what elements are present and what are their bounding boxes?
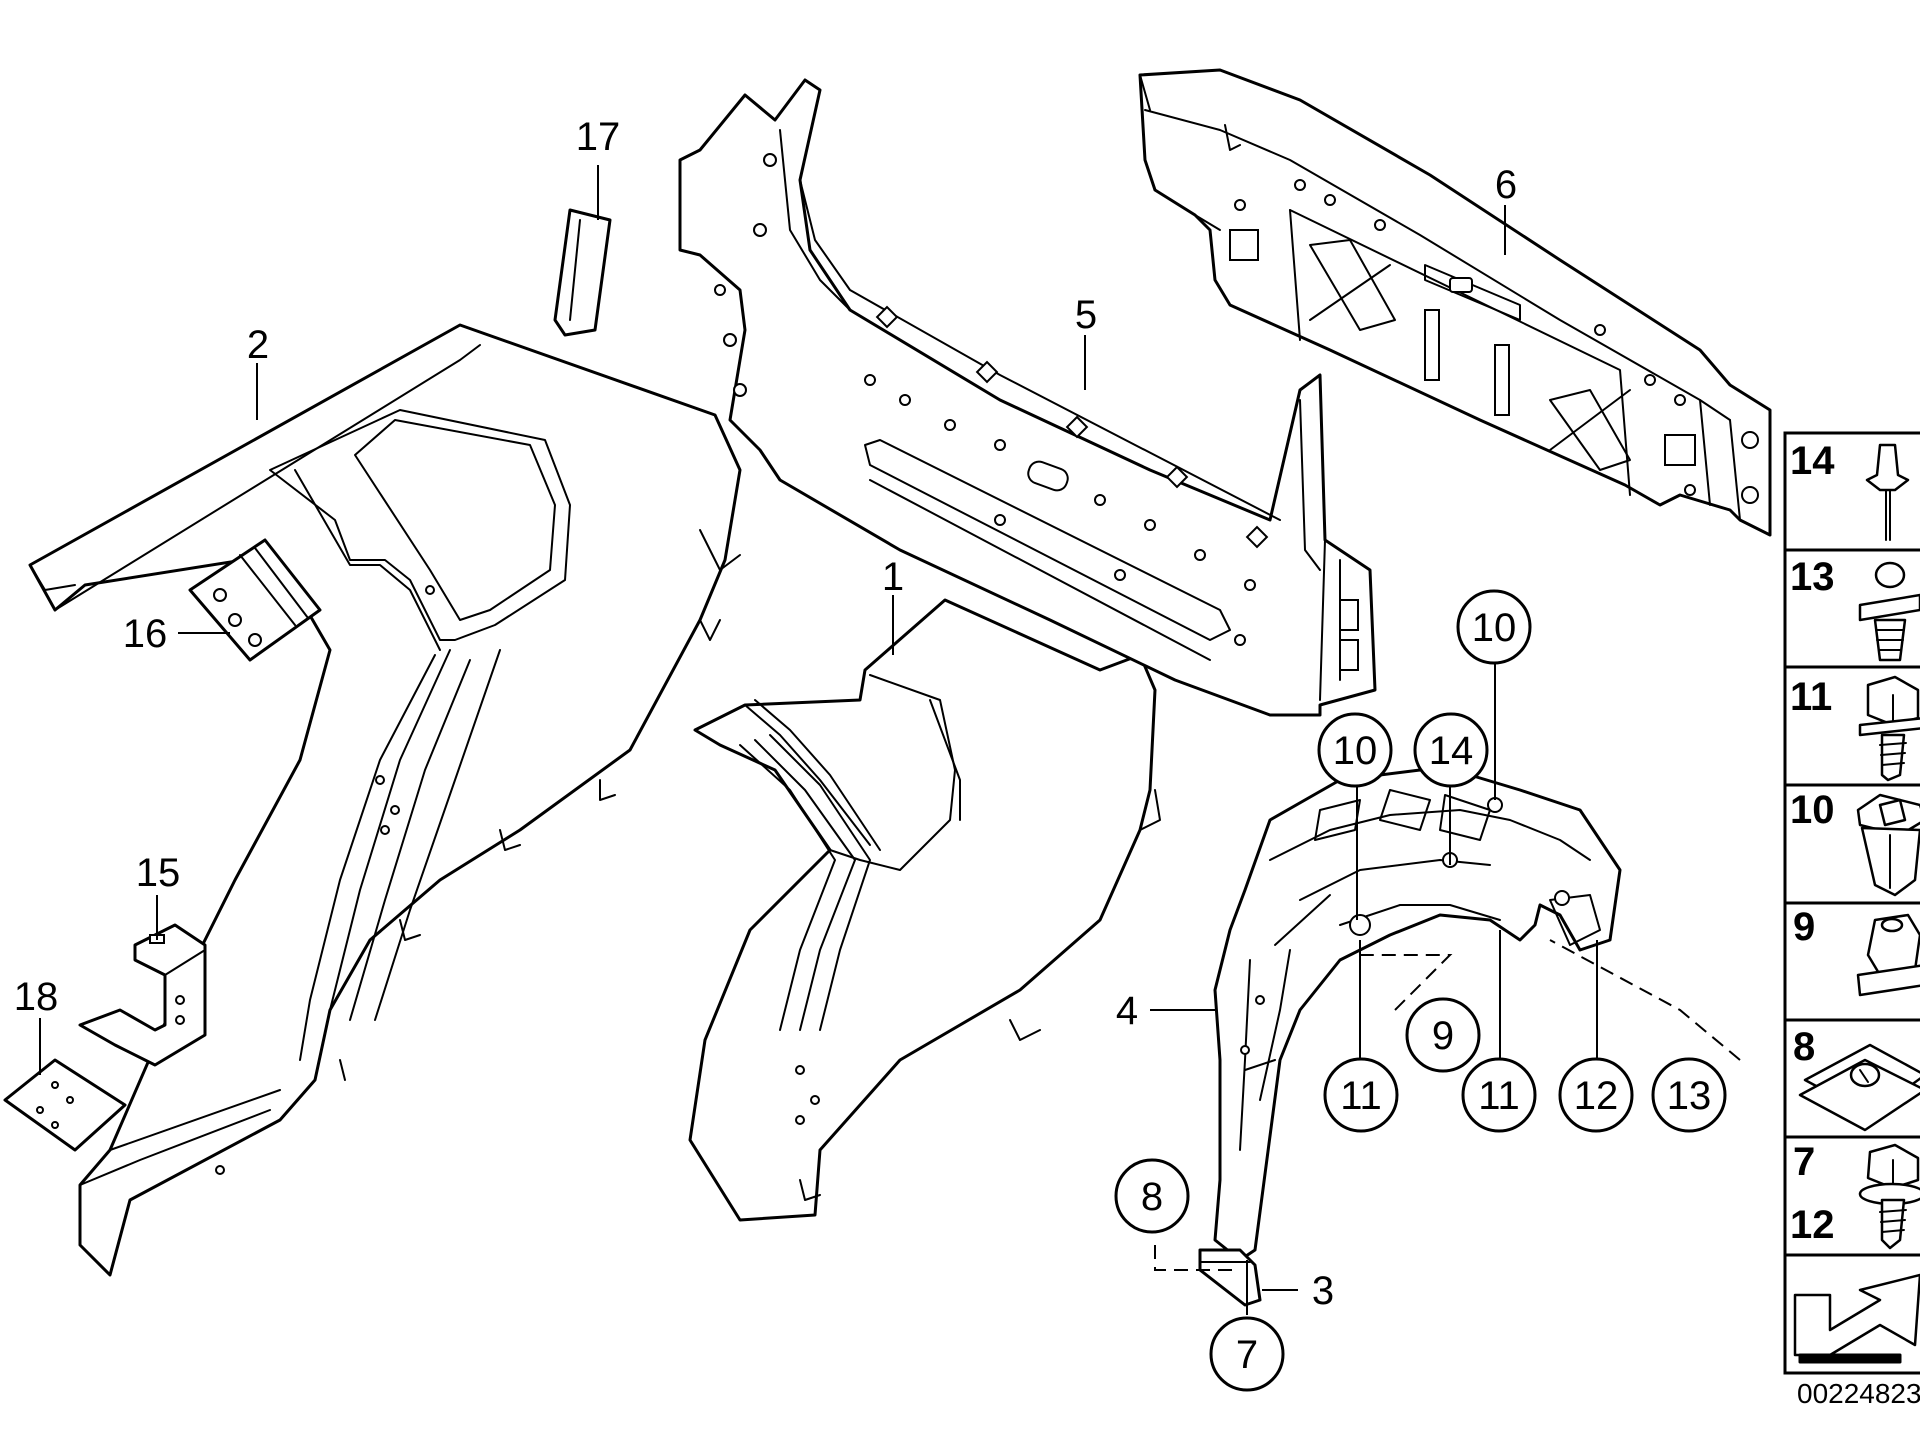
rear-panel-part-6[interactable]: [1138, 68, 1772, 537]
label-1: 1: [882, 555, 904, 599]
bracket-part-15[interactable]: [78, 923, 207, 1067]
legend-14: 14: [1790, 439, 1835, 483]
speed-nut-icon: [1798, 1043, 1920, 1132]
legend-12: 12: [1790, 1203, 1835, 1247]
legend-10: 10: [1790, 788, 1835, 832]
nut-clip-icon: [1856, 793, 1920, 897]
circle-14: 14: [1429, 729, 1474, 773]
label-15: 15: [136, 851, 181, 895]
fastener-legend: 14 13 11 10 9 8 7 12: [1783, 431, 1920, 1375]
legend-7: 7: [1793, 1140, 1815, 1184]
legend-9: 9: [1793, 905, 1815, 949]
circle-8: 8: [1141, 1175, 1163, 1219]
leader-lines: [39, 165, 1741, 1315]
push-clip-icon: [1858, 561, 1920, 662]
strip-part-17[interactable]: [553, 208, 612, 337]
legend-11: 11: [1790, 675, 1832, 719]
hex-screw-icon: [1858, 675, 1920, 782]
circle-7: 7: [1236, 1333, 1258, 1377]
rivet-icon: [1865, 443, 1910, 541]
circle-12: 12: [1574, 1074, 1619, 1118]
hex-nut-icon: [1856, 913, 1920, 997]
label-5: 5: [1075, 293, 1097, 337]
label-17: 17: [576, 115, 621, 159]
flange-screw-icon: [1858, 1143, 1920, 1250]
label-18: 18: [14, 975, 59, 1019]
circle-13: 13: [1667, 1074, 1712, 1118]
foot-piece-part-3[interactable]: [1198, 1248, 1262, 1307]
legend-13: 13: [1790, 555, 1835, 599]
label-6: 6: [1495, 163, 1517, 207]
wheel-arch-liner-part-4[interactable]: [1213, 768, 1622, 1262]
plate-part-18[interactable]: [3, 1058, 127, 1152]
direction-arrow-icon[interactable]: [1793, 1273, 1920, 1364]
bracket-part-16[interactable]: [188, 538, 322, 662]
inner-panel-part-1[interactable]: [688, 598, 1161, 1222]
legend-8: 8: [1793, 1025, 1815, 1069]
label-4: 4: [1116, 989, 1138, 1033]
side-panel-part-2[interactable]: [28, 323, 742, 1277]
circled-callouts: 10 10 14 9 11 11 12 13 8 7: [1114, 589, 1727, 1392]
label-16: 16: [123, 612, 168, 656]
circle-10a: 10: [1333, 729, 1378, 773]
label-3: 3: [1312, 1269, 1334, 1313]
callout-labels: 1 2 3 4 5 6 15 16 17 18: [14, 115, 1517, 1313]
circle-11a: 11: [1340, 1074, 1382, 1118]
circle-10b: 10: [1472, 606, 1517, 650]
rail-part-5[interactable]: [678, 78, 1377, 717]
label-2: 2: [247, 323, 269, 367]
circle-11b: 11: [1478, 1074, 1520, 1118]
circle-9: 9: [1432, 1014, 1454, 1058]
diagram-code: 00224823: [1797, 1378, 1920, 1409]
